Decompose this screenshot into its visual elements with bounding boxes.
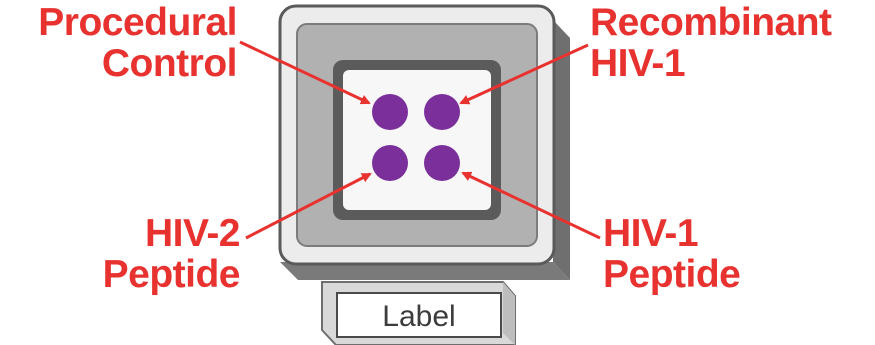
hiv2-peptide-line1: HIV-2 (103, 213, 240, 254)
recombinant-hiv1-callout: Recombinant HIV-1 (590, 2, 832, 84)
hiv1-peptide-spot (424, 145, 460, 181)
hiv2-peptide-line2: Peptide (103, 254, 240, 295)
cartridge-label-text: Label (382, 300, 455, 333)
hiv1-peptide-line1: HIV-1 (603, 213, 740, 254)
hiv1-peptide-line2: Peptide (603, 254, 740, 295)
procedural-control-spot (372, 94, 408, 130)
recombinant-hiv1-line1: Recombinant (590, 2, 832, 43)
label-tab: Label (322, 282, 515, 345)
hiv1-peptide-callout: HIV-1 Peptide (603, 213, 740, 295)
hiv2-peptide-callout: HIV-2 Peptide (103, 213, 240, 295)
procedural-control-line2: Control (38, 43, 237, 84)
reaction-window (343, 70, 491, 210)
hiv2-peptide-spot (372, 145, 408, 181)
procedural-control-line1: Procedural (38, 2, 237, 43)
procedural-control-callout: Procedural Control (38, 2, 237, 84)
recombinant-hiv1-line2: HIV-1 (590, 43, 832, 84)
recombinant-hiv1-spot (424, 94, 460, 130)
